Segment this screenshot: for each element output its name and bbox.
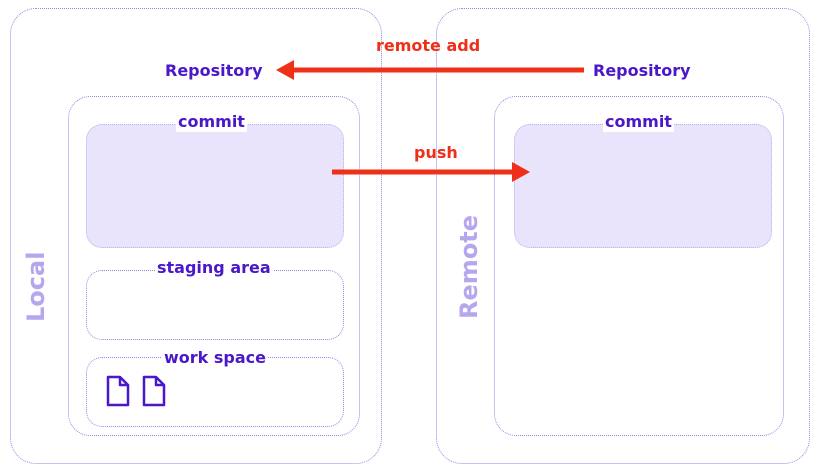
remote-commit-label: commit <box>603 112 674 132</box>
remote-container <box>436 8 810 464</box>
file-icon <box>106 375 130 407</box>
file-icon <box>142 375 166 407</box>
local-commit-box <box>86 124 344 248</box>
remote-repository-label: Repository <box>591 61 693 81</box>
local-repository-box <box>68 96 360 436</box>
remote-commit-box <box>514 124 772 248</box>
work-space-label: work space <box>162 348 268 368</box>
staging-area-box <box>86 270 344 340</box>
local-repository-label: Repository <box>163 61 265 81</box>
remote-side-label: Remote <box>455 214 483 319</box>
local-commit-label: commit <box>176 112 247 132</box>
remote-repository-box <box>494 96 784 436</box>
local-container <box>10 8 382 464</box>
push-label: push <box>414 143 458 162</box>
staging-area-label: staging area <box>155 258 273 278</box>
local-side-label: Local <box>22 251 50 322</box>
remote-add-label: remote add <box>376 36 481 55</box>
